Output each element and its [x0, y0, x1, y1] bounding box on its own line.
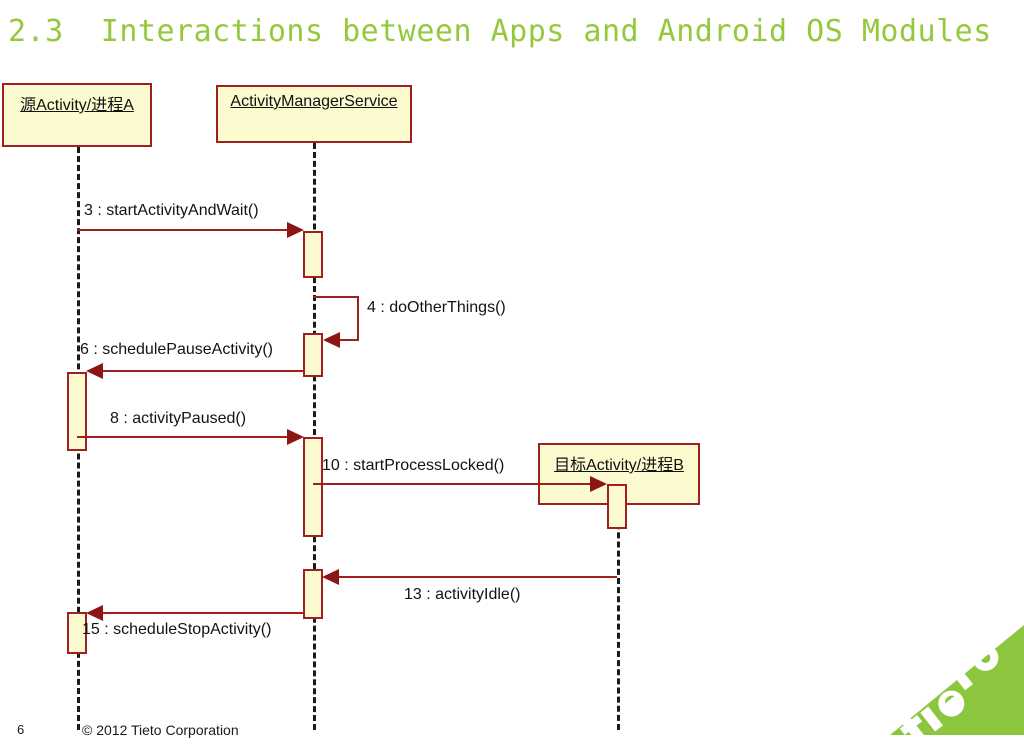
message-line-4-bottom — [340, 339, 359, 341]
message-label-6: 6 : schedulePauseActivity() — [80, 341, 273, 358]
footer-page-number: 6 — [17, 722, 25, 737]
lifeline-stem-target-activity — [617, 505, 620, 730]
message-line-8 — [77, 436, 289, 438]
message-arrowhead-10 — [590, 476, 607, 492]
tieto-logo — [890, 625, 1024, 735]
message-label-10: 10 : startProcessLocked() — [322, 457, 505, 474]
message-label-8: 8 : activityPaused() — [110, 410, 247, 427]
activation-bar[interactable] — [303, 333, 323, 377]
lifeline-box-activity-manager-service[interactable]: ActivityManagerService — [216, 85, 412, 143]
message-arrowhead-6 — [86, 363, 103, 379]
message-line-4-right — [357, 296, 359, 340]
lifeline-stem-activity-manager-service — [313, 143, 316, 730]
activation-bar[interactable] — [303, 569, 323, 619]
activation-bar[interactable] — [607, 484, 627, 529]
message-label-3: 3 : startActivityAndWait() — [84, 202, 259, 219]
message-line-6 — [100, 370, 303, 372]
message-line-4-top — [313, 296, 359, 298]
lifeline-label-activity-manager-service: ActivityManagerService — [230, 93, 398, 110]
activation-bar[interactable] — [303, 231, 323, 278]
message-arrowhead-13 — [322, 569, 339, 585]
lifeline-label-target-activity: 目标Activity/进程B — [554, 457, 684, 474]
activation-bar[interactable] — [303, 437, 323, 537]
message-line-13 — [336, 576, 617, 578]
message-arrowhead-3 — [287, 222, 304, 238]
lifeline-label-source-activity: 源Activity/进程A — [20, 97, 134, 114]
activation-bar[interactable] — [67, 612, 87, 654]
message-arrowhead-15 — [86, 605, 103, 621]
message-line-10 — [313, 483, 590, 485]
message-line-15 — [100, 612, 303, 614]
message-label-13: 13 : activityIdle() — [404, 586, 521, 603]
footer-copyright: © 2012 Tieto Corporation — [82, 722, 239, 738]
message-arrowhead-4 — [323, 332, 340, 348]
message-line-3 — [77, 229, 289, 231]
message-arrowhead-8 — [287, 429, 304, 445]
message-label-4: 4 : doOtherThings() — [367, 299, 506, 316]
page-title: 2.3 Interactions between Apps and Androi… — [8, 14, 992, 49]
message-label-15: 15 : scheduleStopActivity() — [82, 621, 272, 638]
activation-bar[interactable] — [67, 372, 87, 451]
lifeline-box-source-activity[interactable]: 源Activity/进程A — [2, 83, 152, 147]
